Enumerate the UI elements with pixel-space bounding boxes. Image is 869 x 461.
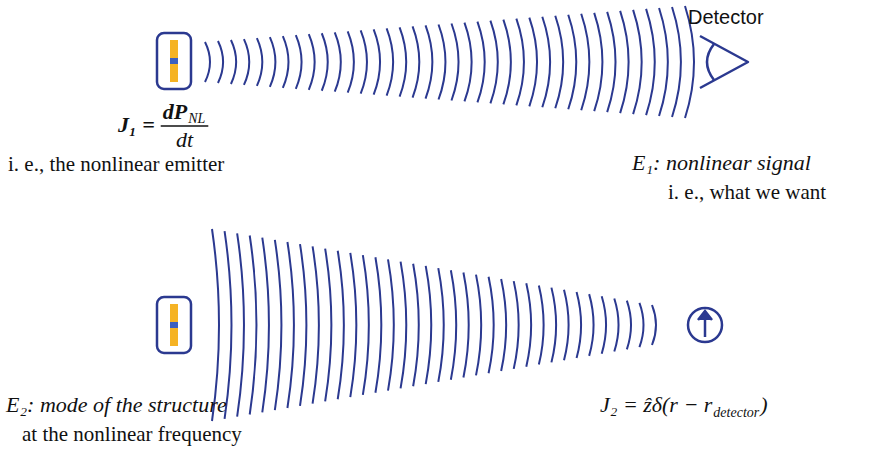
antenna-gap <box>170 322 178 328</box>
wave-front <box>439 24 446 99</box>
wave-front <box>325 249 331 402</box>
wave-front <box>225 231 232 419</box>
wave-front <box>614 298 618 351</box>
note: at the nonlinear frequency <box>22 422 242 446</box>
wave-front <box>205 42 210 82</box>
equation: dt <box>176 127 193 152</box>
wave-front <box>490 21 497 104</box>
wave-front <box>374 29 380 94</box>
wave-front <box>250 236 257 415</box>
equation-subscript: detector <box>713 405 759 421</box>
wave-front <box>555 16 563 109</box>
wave-front <box>283 36 289 88</box>
wave-front <box>646 9 655 115</box>
wave-front <box>257 38 262 86</box>
wave-front <box>672 7 681 117</box>
wave-front <box>620 11 628 113</box>
wave-front <box>426 25 433 98</box>
wave-front <box>477 22 484 103</box>
wave-front <box>296 35 302 89</box>
emitter-frame <box>157 297 191 353</box>
wave-front <box>350 253 356 397</box>
wave-front <box>388 259 394 390</box>
wave-front <box>551 288 556 363</box>
emitter-frame <box>157 33 191 89</box>
wave-front <box>218 41 223 83</box>
wave-front <box>275 240 282 410</box>
detector-label: Detector <box>688 6 764 29</box>
wave-front <box>313 246 319 403</box>
wave-front <box>659 8 668 116</box>
wave-front <box>309 34 315 90</box>
wave-front <box>231 40 236 84</box>
equation-subscript: NL <box>188 111 205 127</box>
wave-fronts <box>205 6 694 421</box>
wave-front <box>652 305 656 345</box>
wave-front <box>463 272 468 377</box>
wave-front <box>322 33 328 91</box>
note: i. e., what we want <box>668 180 826 204</box>
wave-front <box>387 28 394 95</box>
wave-front <box>564 290 569 360</box>
wave-front <box>529 18 537 107</box>
signal-label: E₁: nonlinear signal <box>632 150 811 175</box>
antenna-bar <box>170 304 178 346</box>
dipole-source <box>688 308 722 342</box>
wave-front <box>335 32 341 91</box>
wave-front <box>451 24 458 101</box>
wave-front <box>287 242 293 408</box>
wave-front <box>633 10 642 114</box>
wave-front <box>363 255 369 395</box>
wave-front <box>526 283 531 366</box>
wave-front <box>501 279 506 371</box>
wave-front <box>338 251 344 400</box>
wave-front <box>451 270 456 379</box>
note: i. e., the nonlinear emitter <box>8 152 224 176</box>
wave-front <box>594 13 602 111</box>
wave-front <box>589 294 593 356</box>
equation: dP <box>163 99 187 124</box>
wave-front <box>542 17 550 108</box>
wave-front <box>375 257 381 393</box>
wave-front <box>516 19 524 106</box>
wave-front <box>514 281 519 369</box>
wave-front <box>244 39 249 85</box>
wave-front <box>464 23 471 102</box>
equation: J₁ = <box>118 112 155 137</box>
wave-front <box>426 266 432 384</box>
wave-front <box>400 27 407 96</box>
antenna-bar <box>170 40 178 82</box>
mode-label: E₂: mode of the structure <box>6 392 227 417</box>
wave-front <box>413 26 420 97</box>
wave-front <box>607 12 615 112</box>
wave-front <box>300 244 306 406</box>
eye-symbol <box>700 36 748 88</box>
wave-front <box>237 233 244 416</box>
wave-front <box>602 296 606 353</box>
wave-front <box>503 20 510 105</box>
antenna-gap <box>170 58 178 64</box>
equation: J₂ = ẑδ(r − r <box>600 392 712 417</box>
wave-front <box>270 37 276 87</box>
wave-front <box>568 15 576 109</box>
equation: ) <box>760 392 767 417</box>
wave-front <box>639 303 643 347</box>
wave-front <box>401 262 407 389</box>
wave-front <box>262 238 269 413</box>
wave-front <box>581 14 589 110</box>
wave-front <box>476 275 481 376</box>
wave-front <box>438 268 443 382</box>
wave-front <box>361 30 367 93</box>
wave-front <box>489 277 494 373</box>
wave-front <box>413 264 419 387</box>
wave-front <box>577 292 582 358</box>
wave-front <box>627 301 631 350</box>
wave-front <box>539 285 544 364</box>
wave-front <box>348 31 354 92</box>
